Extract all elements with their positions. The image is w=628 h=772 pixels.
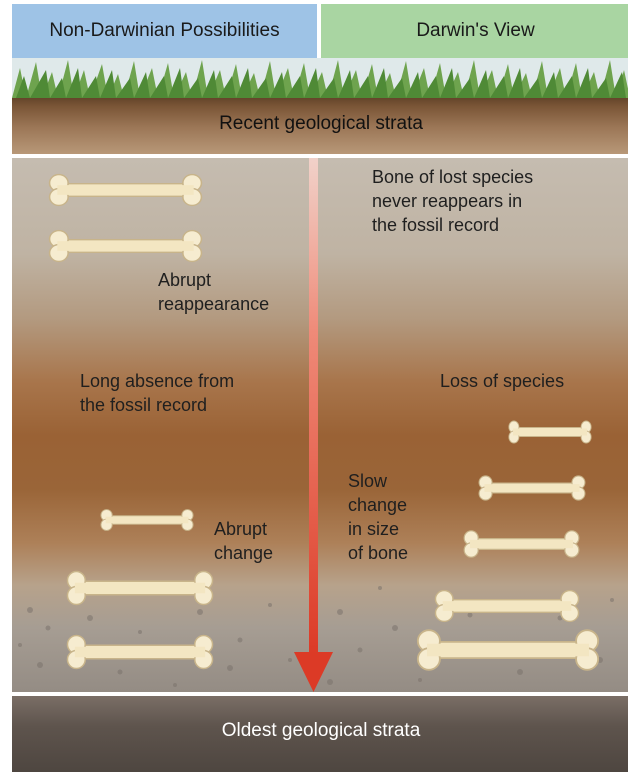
bone-icon <box>50 175 202 206</box>
bone-icon <box>509 421 591 443</box>
slow-change-label: Slow change in size of bone <box>348 469 408 565</box>
abrupt-change-label: Abrupt change <box>214 517 273 565</box>
time-arrow-icon <box>294 158 333 692</box>
abrupt-reappearance-label: Abrupt reappearance <box>158 268 269 316</box>
bone-icon <box>479 476 585 500</box>
bone-icon <box>464 531 579 557</box>
bone-icon <box>67 636 212 669</box>
loss-of-species-label: Loss of species <box>440 369 564 393</box>
bone-icon <box>435 591 578 622</box>
bone-icon <box>50 231 202 262</box>
oldest-strata-label: Oldest geological strata <box>12 719 628 743</box>
long-absence-label: Long absence from the fossil record <box>80 369 234 417</box>
bone-never-reappears-label: Bone of lost species never reappears in … <box>372 165 533 237</box>
bone-icon <box>67 572 212 605</box>
recent-strata-label: Recent geological strata <box>12 112 628 136</box>
bone-icon <box>418 630 598 670</box>
bone-icon <box>101 510 193 531</box>
